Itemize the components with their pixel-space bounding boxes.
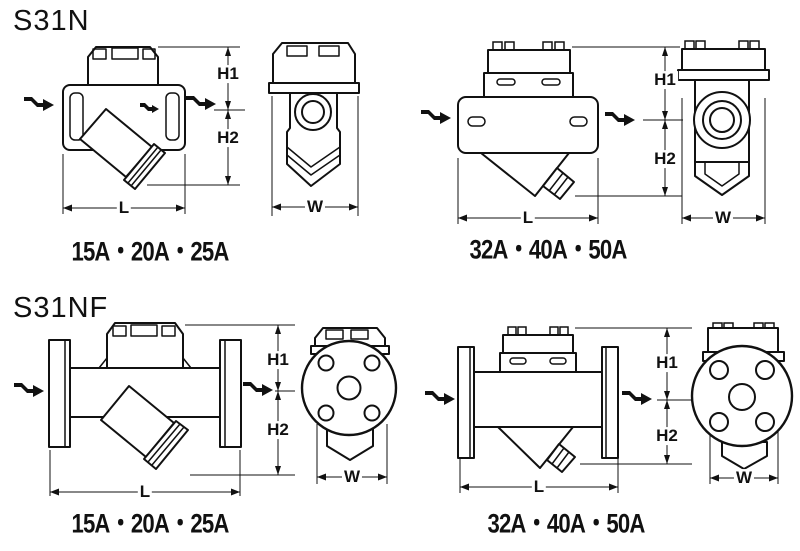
size-label-32-50a: 32A・40A・50A — [487, 508, 645, 539]
flow-arrow-icon — [425, 391, 455, 405]
size-label-15-25a: 15A・20A・25A — [71, 508, 229, 539]
flow-arrow-icon — [24, 97, 54, 111]
flow-arrow-icon — [14, 383, 44, 397]
dim-label-w: W — [733, 468, 755, 488]
size-label-32-50a: 32A・40A・50A — [469, 234, 627, 265]
dim-label-w: W — [304, 197, 326, 217]
dim-label-w: W — [341, 467, 363, 487]
flow-arrow-icon — [421, 110, 451, 124]
h-dimension-lines-s31n-large — [572, 46, 683, 197]
dim-label-h2: H2 — [215, 128, 241, 148]
s31nf-front-view-small — [48, 322, 242, 496]
s31n-front-view-small — [62, 46, 186, 214]
dim-label-l: L — [520, 208, 536, 228]
dim-label-h1: H1 — [265, 350, 291, 370]
dim-label-h1: H1 — [654, 353, 680, 373]
h-dimension-lines-s31nf-small — [185, 324, 295, 476]
flow-arrow-icon — [186, 96, 216, 110]
s31nf-side-view-large — [690, 322, 794, 484]
dim-label-l: L — [531, 477, 547, 497]
flow-arrow-icon — [605, 112, 635, 126]
s31n-front-view-large — [457, 41, 599, 224]
dim-label-h2: H2 — [654, 426, 680, 446]
flow-arrow-icon — [622, 391, 652, 405]
size-label-15-25a: 15A・20A・25A — [71, 236, 229, 267]
dim-label-h1: H1 — [215, 64, 241, 84]
model-title-s31nf: S31NF — [13, 292, 109, 324]
dim-label-w: W — [712, 208, 734, 228]
dim-label-l: L — [116, 198, 132, 218]
dim-label-h1: H1 — [652, 70, 678, 90]
dim-label-l: L — [137, 482, 153, 502]
s31nf-side-view-small — [300, 327, 398, 484]
flow-arrow-icon — [243, 382, 273, 396]
s31n-side-view-small — [268, 42, 360, 216]
dim-label-h2: H2 — [652, 149, 678, 169]
cast-flow-mark-icon — [140, 103, 159, 113]
h-dimension-lines-s31nf-large — [575, 327, 692, 465]
s31n-side-view-large — [677, 40, 770, 224]
model-title-s31n: S31N — [13, 5, 90, 37]
dim-label-h2: H2 — [265, 420, 291, 440]
